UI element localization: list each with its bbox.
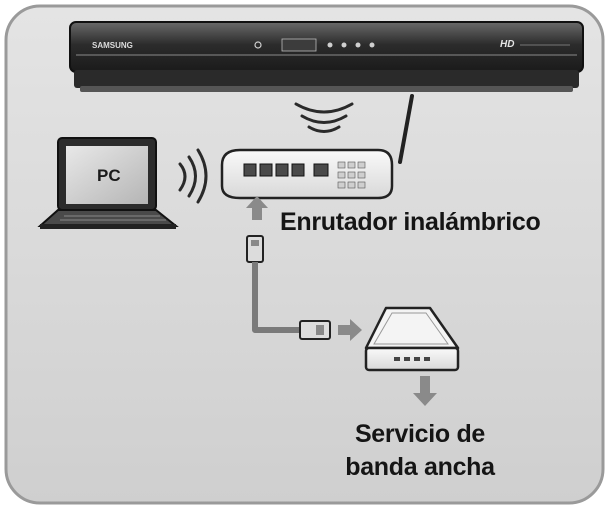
control-button	[355, 42, 361, 48]
arrow-right-icon	[338, 319, 362, 341]
player-wifi-waves-icon	[294, 102, 354, 133]
power-icon	[254, 41, 262, 49]
control-button	[327, 42, 333, 48]
arrow-up-icon	[246, 196, 268, 220]
broadband-service-label-line1: Servicio de	[354, 420, 486, 448]
router-antenna	[398, 94, 414, 164]
wireless-router	[220, 94, 414, 200]
player-hd-badge: HD	[500, 39, 514, 50]
player-brand: SAMSUNG	[92, 41, 133, 50]
broadband-service-label-line2: banda ancha	[345, 453, 495, 481]
ethernet-cable	[246, 235, 331, 340]
control-button	[369, 42, 375, 48]
control-button	[341, 42, 347, 48]
laptop-pc: PC	[37, 137, 179, 229]
laptop-wifi-waves-icon	[178, 148, 208, 204]
broadband-service-label: Servicio de banda ancha	[300, 418, 540, 484]
media-player: SAMSUNG HD	[69, 21, 584, 92]
background-panel	[4, 4, 605, 505]
arrow-down-icon	[413, 376, 437, 406]
router-label: Enrutador inalámbrico	[280, 208, 541, 236]
laptop-screen-text: PC	[97, 166, 121, 185]
broadband-modem	[364, 306, 460, 372]
display-window	[281, 38, 317, 52]
